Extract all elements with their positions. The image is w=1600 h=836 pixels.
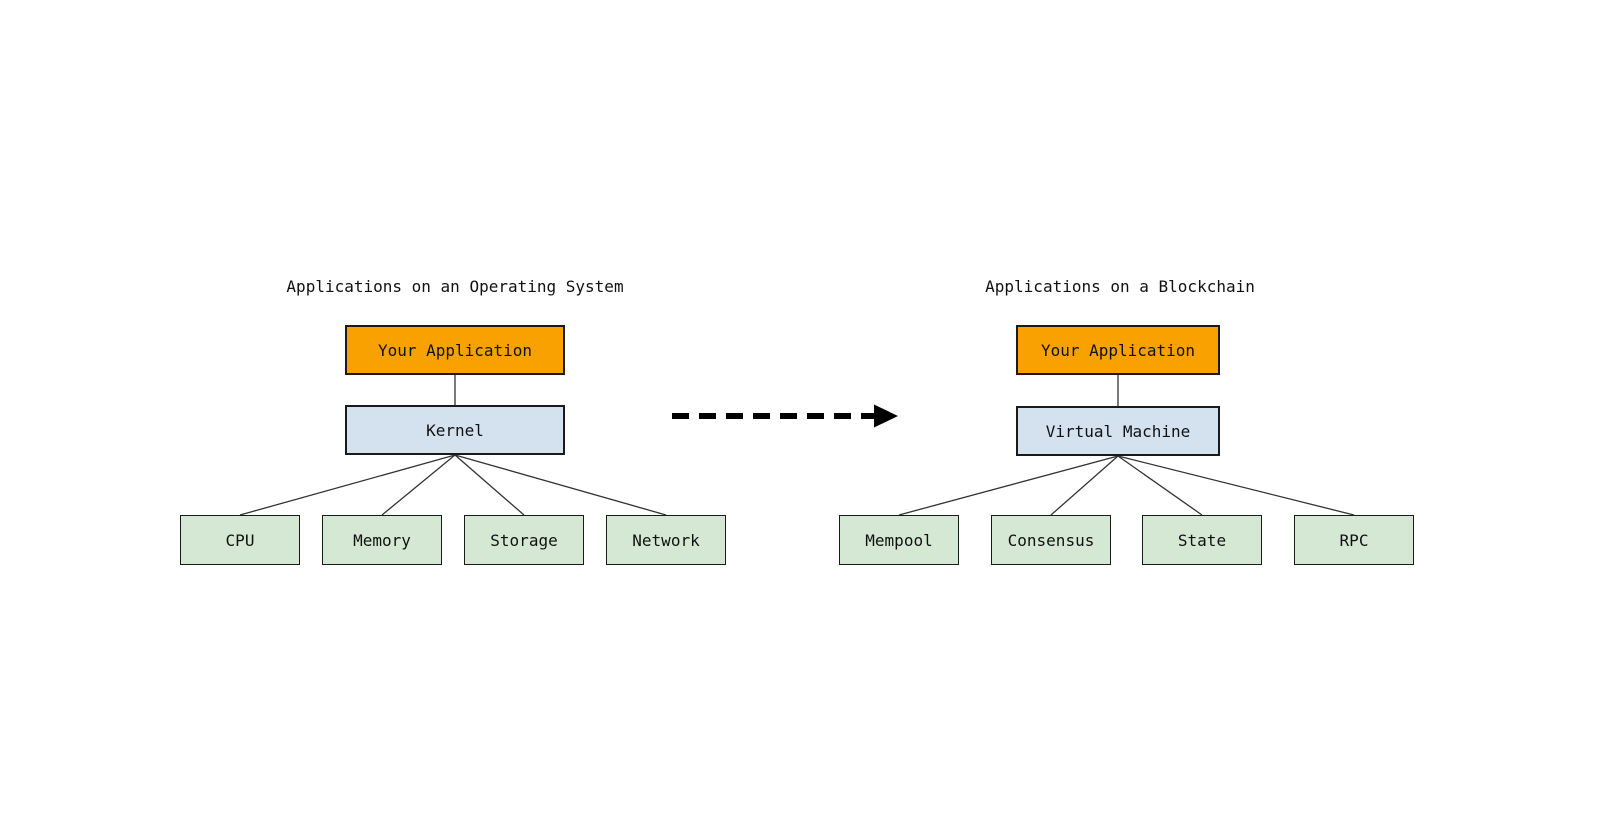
node-memory: Memory [322,515,442,565]
node-network: Network [606,515,726,565]
node-virtual-machine: Virtual Machine [1016,406,1220,456]
connector-kernel-storage [454,454,525,516]
node-storage: Storage [464,515,584,565]
node-consensus-label: Consensus [1007,530,1095,550]
node-rpc: RPC [1294,515,1414,565]
node-memory-label: Memory [353,530,411,550]
connector-kernel-memory [381,454,456,516]
node-state-label: State [1177,530,1227,550]
connector-kernel-network [454,454,667,516]
node-mempool: Mempool [839,515,959,565]
node-your-application-os-label: Your Application [377,340,533,360]
transition-arrow-icon [672,404,898,428]
node-network-label: Network [632,530,700,550]
node-kernel: Kernel [345,405,565,455]
node-cpu: CPU [180,515,300,565]
connector-vm-state [1117,455,1203,516]
connector-vm-mempool [898,455,1119,516]
node-virtual-machine-label: Virtual Machine [1045,421,1191,441]
node-rpc-label: RPC [1339,530,1369,550]
node-cpu-label: CPU [225,530,255,550]
node-storage-label: Storage [490,530,558,550]
connector-kernel-cpu [239,454,456,516]
connector-vm-rpc [1117,455,1355,516]
node-mempool-label: Mempool [865,530,933,550]
connector-vm-consensus [1050,455,1119,516]
node-kernel-label: Kernel [426,420,484,440]
node-your-application-blockchain-label: Your Application [1040,340,1196,360]
node-your-application-os: Your Application [345,325,565,375]
node-consensus: Consensus [991,515,1111,565]
node-your-application-blockchain: Your Application [1016,325,1220,375]
transition-arrow-head [874,404,898,428]
left-diagram-title: Applications on an Operating System [286,277,624,296]
right-diagram-title: Applications on a Blockchain [985,277,1255,296]
node-state: State [1142,515,1262,565]
